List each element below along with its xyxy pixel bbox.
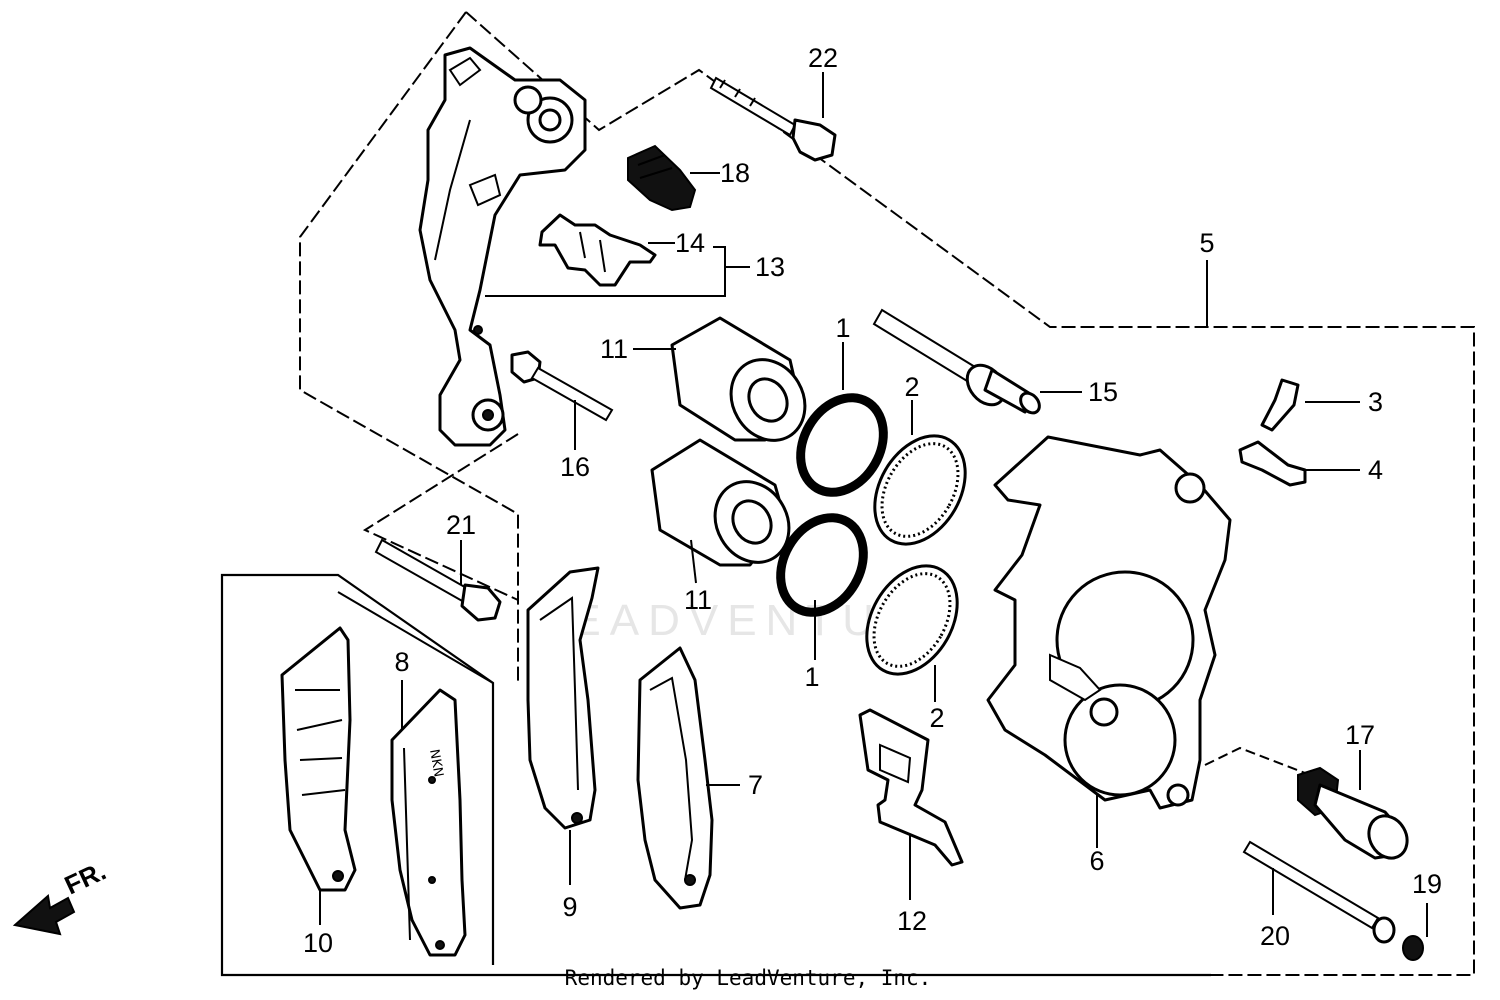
label-5: 5 xyxy=(1199,228,1214,258)
dust-seal-2-upper xyxy=(873,434,967,546)
label-9: 9 xyxy=(562,892,577,922)
label-8: 8 xyxy=(394,647,409,677)
label-21: 21 xyxy=(446,510,476,540)
label-1-upper: 1 xyxy=(835,313,850,343)
caliper-bracket xyxy=(418,46,587,447)
piston-11-upper xyxy=(670,316,807,442)
label-4: 4 xyxy=(1368,455,1383,485)
brake-pad-7 xyxy=(636,646,714,910)
label-3: 3 xyxy=(1368,387,1383,417)
piston-seal-1-lower xyxy=(776,513,868,617)
label-15: 15 xyxy=(1088,377,1118,407)
label-11-lower: 11 xyxy=(684,585,712,615)
label-22: 22 xyxy=(808,43,838,73)
callout-labels: 22 18 14 13 5 11 1 2 15 3 4 16 21 11 1 2… xyxy=(303,43,1442,958)
label-2-upper: 2 xyxy=(904,372,919,402)
piston-11-lower xyxy=(650,438,791,567)
label-11-upper: 11 xyxy=(600,334,628,364)
label-12: 12 xyxy=(897,906,927,936)
dust-seal-2-lower xyxy=(865,564,959,676)
label-10: 10 xyxy=(303,928,333,958)
label-17: 17 xyxy=(1345,720,1375,750)
label-20: 20 xyxy=(1260,921,1290,951)
brake-pad-10 xyxy=(280,626,357,892)
front-direction-arrow: FR. xyxy=(12,856,111,936)
svg-text:NKN: NKN xyxy=(426,748,446,778)
pin-bolt-17 xyxy=(1297,766,1409,860)
bleed-valve-3 xyxy=(1260,378,1300,432)
piston-seal-1-upper xyxy=(796,393,888,497)
label-18: 18 xyxy=(720,158,750,188)
label-6: 6 xyxy=(1089,846,1104,876)
bolt-22 xyxy=(709,76,837,162)
label-16: 16 xyxy=(560,452,590,482)
pin-16 xyxy=(510,350,614,422)
label-7: 7 xyxy=(748,770,763,800)
label-14: 14 xyxy=(675,228,705,258)
clip-19 xyxy=(1402,935,1424,961)
leader-lines xyxy=(319,72,1428,937)
caliper-body-6 xyxy=(986,435,1232,810)
label-19: 19 xyxy=(1412,869,1442,899)
pad-set-box xyxy=(220,573,1211,977)
brake-pad-8: NKN xyxy=(390,688,467,957)
label-13: 13 xyxy=(755,252,785,282)
assembly-outline-bracket xyxy=(299,11,1475,976)
pad-retainer-12 xyxy=(858,708,964,867)
bleed-cap-4 xyxy=(1238,440,1307,487)
direction-marker-text: FR. xyxy=(60,856,111,901)
pin-bolt-15 xyxy=(872,308,1041,415)
render-credit: Rendered by LeadVenture, Inc. xyxy=(565,966,932,990)
pin-20 xyxy=(1242,840,1396,944)
label-2-lower: 2 xyxy=(929,703,944,733)
bolt-21 xyxy=(374,538,502,622)
label-1-lower: 1 xyxy=(804,662,819,692)
pad-spring-14 xyxy=(538,213,657,287)
pad-shim-9 xyxy=(526,566,600,830)
boot-18 xyxy=(627,144,697,212)
